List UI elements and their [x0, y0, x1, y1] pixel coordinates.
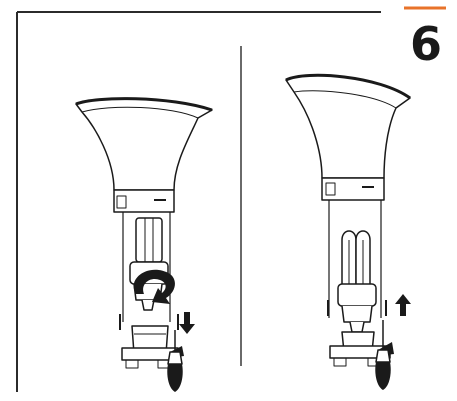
lamp-shade-rim: [75, 97, 213, 112]
panel-remove-bulb: [75, 97, 213, 392]
screwdriver-icon: [375, 320, 391, 390]
lamp-shade: [75, 97, 213, 191]
bulb-tubes: [135, 217, 163, 263]
step-number: 6: [409, 17, 442, 71]
lamp-shade-rim: [285, 73, 411, 100]
arrow-up-icon: [395, 294, 411, 316]
rotate-arrow-icon: [133, 269, 175, 304]
panel-install-bulb: [285, 73, 411, 390]
screwdriver-icon: [167, 330, 183, 392]
lamp-collar: [321, 177, 385, 201]
arrow-down-icon: [179, 312, 195, 334]
bulb-ballast: [337, 283, 377, 307]
lamp-collar: [113, 189, 175, 213]
